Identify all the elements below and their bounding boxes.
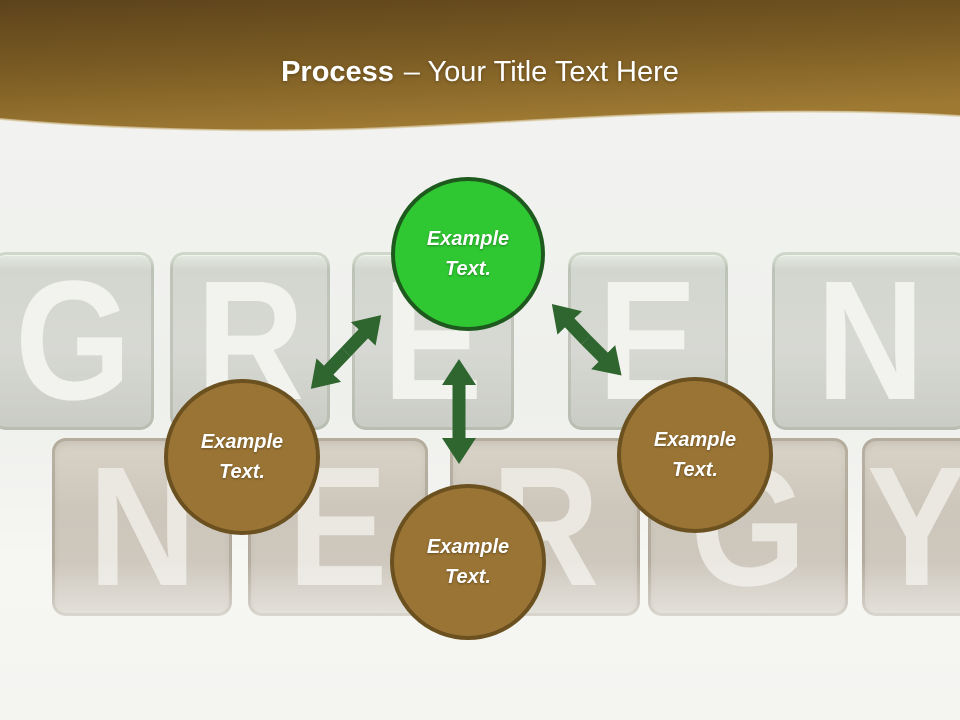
letter-cube: G <box>0 252 154 430</box>
cube-letter: N <box>815 246 925 436</box>
node-label-line1: Example <box>200 431 284 453</box>
node-label-line1: Example <box>426 228 510 250</box>
node-label-line2: Text. <box>445 566 491 588</box>
process-node-right[interactable]: Example Text. <box>617 377 773 533</box>
header-wave-banner <box>0 0 960 132</box>
title-keyword: Process <box>281 56 394 88</box>
slide-title[interactable]: Process – Your Title Text Here <box>0 54 960 90</box>
node-label-line2: Text. <box>672 459 718 481</box>
header-wave-shape <box>0 0 960 131</box>
letter-cube: N <box>772 252 960 430</box>
node-label-line2: Text. <box>445 258 491 280</box>
title-placeholder-text: – Your Title Text Here <box>403 56 679 88</box>
process-node-left[interactable]: Example Text. <box>164 379 320 535</box>
node-label-line1: Example <box>653 429 737 451</box>
process-node-top[interactable]: Example Text. <box>391 177 545 331</box>
process-node-bottom[interactable]: Example Text. <box>390 484 546 640</box>
cube-letter: G <box>14 246 132 436</box>
header-wave-edge-highlight <box>0 110 960 132</box>
cube-letter: Y <box>867 432 960 622</box>
node-label-line1: Example <box>426 536 510 558</box>
double-arrow-right-diagonal <box>551 304 622 376</box>
letter-cube: Y <box>862 438 960 616</box>
double-arrow-left-diagonal <box>310 315 382 389</box>
node-label-line2: Text. <box>219 461 265 483</box>
